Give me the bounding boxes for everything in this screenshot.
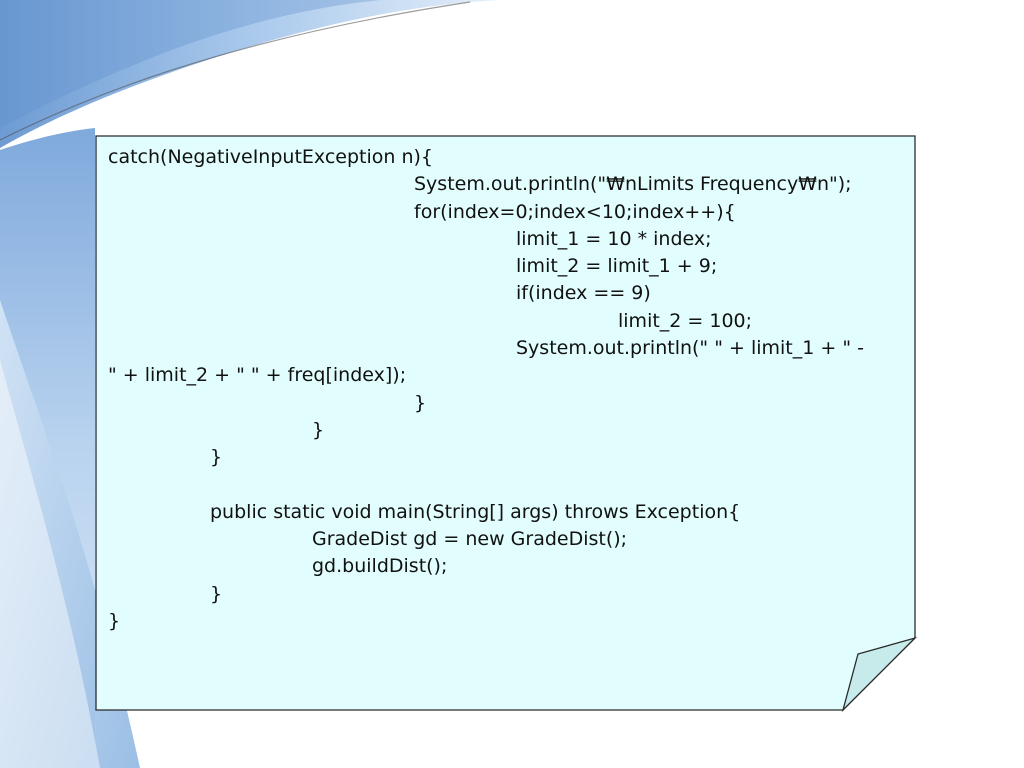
code-line-text: limit_2 = limit_1 + 9; — [516, 255, 718, 278]
code-line: " + limit_2 + " " + freq[index]); — [108, 362, 908, 389]
code-line-text: System.out.println(" " + limit_1 + " - — [516, 337, 864, 360]
code-line: gd.buildDist(); — [108, 553, 908, 580]
code-line-text: gd.buildDist(); — [312, 555, 448, 578]
code-line-text: } — [108, 610, 121, 633]
code-line-text: if(index == 9) — [516, 282, 651, 305]
code-line: limit_1 = 10 * index; — [108, 226, 908, 253]
code-line: catch(NegativeInputException n){ — [108, 144, 908, 171]
top-swoosh-shade — [0, 0, 380, 128]
code-line-text: for(index=0;index<10;index++){ — [414, 200, 736, 223]
code-block: catch(NegativeInputException n){ System.o… — [108, 144, 908, 635]
code-line-text: } — [210, 582, 223, 605]
code-line-text: public static void main(String[] args) t… — [210, 500, 741, 523]
top-swoosh-line — [0, 1, 471, 141]
code-line: for(index=0;index<10;index++){ — [108, 199, 908, 226]
note-folded-corner — [841, 636, 918, 713]
bottom-left-highlight — [0, 360, 100, 768]
code-line — [108, 472, 908, 499]
code-line-text: System.out.println("₩nLimits Frequency₩n… — [414, 173, 852, 196]
code-line: } — [108, 581, 908, 608]
code-line: System.out.println(" " + limit_1 + " - — [108, 335, 908, 362]
code-line: public static void main(String[] args) t… — [108, 499, 908, 526]
code-line-text: } — [414, 391, 427, 414]
code-line-text: catch(NegativeInputException n){ — [108, 146, 433, 168]
code-line: limit_2 = 100; — [108, 308, 908, 335]
code-line: } — [108, 417, 908, 444]
code-line: } — [108, 390, 908, 417]
code-line-text: } — [210, 446, 223, 469]
code-line: } — [108, 608, 908, 635]
code-line-text: } — [312, 418, 325, 441]
code-line-text: " + limit_2 + " " + freq[index]); — [108, 364, 407, 387]
code-line: limit_2 = limit_1 + 9; — [108, 253, 908, 280]
code-line: GradeDist gd = new GradeDist(); — [108, 526, 908, 553]
code-line-text: limit_2 = 100; — [618, 309, 753, 332]
code-line-text: GradeDist gd = new GradeDist(); — [312, 528, 628, 551]
code-line: } — [108, 444, 908, 471]
code-line-text: limit_1 = 10 * index; — [516, 227, 712, 250]
code-line: System.out.println("₩nLimits Frequency₩n… — [108, 171, 908, 198]
code-line: if(index == 9) — [108, 280, 908, 307]
top-swoosh — [0, 0, 500, 148]
